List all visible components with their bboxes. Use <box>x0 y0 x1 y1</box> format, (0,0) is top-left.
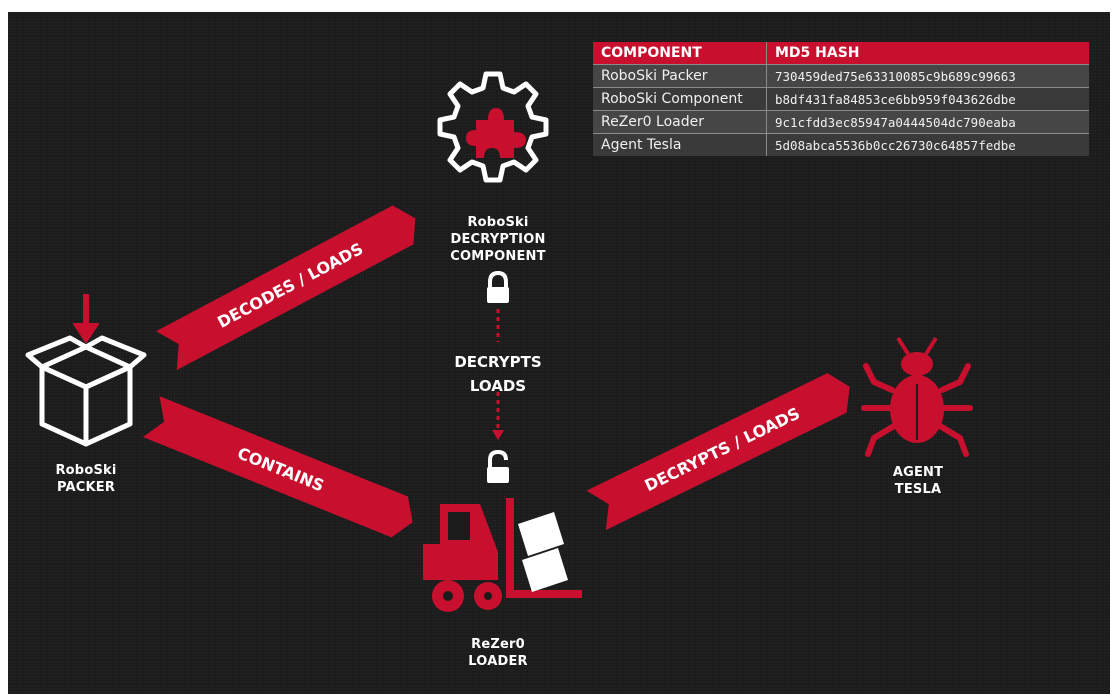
label-line: DECRYPTION <box>450 232 546 247</box>
row-hash: 9c1cfdd3ec85947a0444504dc790eaba <box>766 110 1089 134</box>
label-line: PACKER <box>56 480 116 495</box>
row-hash: b8df431fa84853ce6bb959f043626dbe <box>766 87 1089 111</box>
node-label-loader: ReZer0 LOADER <box>448 636 548 670</box>
header-component: COMPONENT <box>593 42 767 65</box>
label-line: RoboSki <box>467 215 529 230</box>
label-line: LOADER <box>468 654 528 669</box>
table-row: RoboSki Component b8df431fa84853ce6bb959… <box>593 87 1089 111</box>
label-line: RoboSki <box>55 463 117 478</box>
row-component: ReZer0 Loader <box>593 110 767 134</box>
label-line: ReZer0 <box>471 637 525 652</box>
table-row: ReZer0 Loader 9c1cfdd3ec85947a0444504dc7… <box>593 110 1089 134</box>
arrow-contains: CONTAINS <box>142 396 413 538</box>
forklift-icon <box>423 498 582 612</box>
node-label-packer: RoboSki PACKER <box>46 462 126 496</box>
box-icon <box>25 294 147 447</box>
vertical-arrowhead <box>492 430 504 440</box>
row-component: RoboSki Component <box>593 87 767 111</box>
label-line: AGENT <box>892 465 944 480</box>
padlock-closed-icon <box>487 270 509 303</box>
arrow-decodes-loads: DECODES / LOADS <box>156 205 416 371</box>
label-line: LOADS <box>469 377 527 395</box>
table-row: RoboSki Packer 730459ded75e63310085c9b68… <box>593 64 1089 88</box>
gear-puzzle-icon <box>437 71 549 183</box>
vertical-arrow-label: DECRYPTS LOADS <box>438 350 558 398</box>
arrow-label-decrypts: DECRYPTS / LOADS <box>642 404 803 496</box>
table-header: COMPONENT MD5 HASH <box>593 42 1089 65</box>
diagram-graphics: DECODES / LOADS CONTAINS DECRYPTS / LOAD… <box>25 71 973 612</box>
row-hash: 730459ded75e63310085c9b689c99663 <box>766 64 1089 88</box>
node-label-component: RoboSki DECRYPTION COMPONENT <box>438 214 558 265</box>
row-hash: 5d08abca5536b0cc26730c64857fedbe <box>766 133 1089 156</box>
header-hash: MD5 HASH <box>766 42 1089 65</box>
label-line: COMPONENT <box>450 249 546 264</box>
arrow-label-decodes: DECODES / LOADS <box>214 239 366 332</box>
padlock-open-icon <box>487 449 509 483</box>
label-line: TESLA <box>894 482 942 497</box>
bug-icon <box>861 336 973 457</box>
hash-table: COMPONENT MD5 HASH RoboSki Packer 730459… <box>593 42 1089 156</box>
row-component: Agent Tesla <box>593 133 767 156</box>
arrow-decrypts-loads: DECRYPTS / LOADS <box>586 373 850 531</box>
diagram-canvas: COMPONENT MD5 HASH RoboSki Packer 730459… <box>8 12 1110 694</box>
node-label-tesla: AGENT TESLA <box>868 464 968 498</box>
table-row: Agent Tesla 5d08abca5536b0cc26730c64857f… <box>593 133 1089 156</box>
row-component: RoboSki Packer <box>593 64 767 88</box>
label-line: DECRYPTS <box>454 353 542 371</box>
